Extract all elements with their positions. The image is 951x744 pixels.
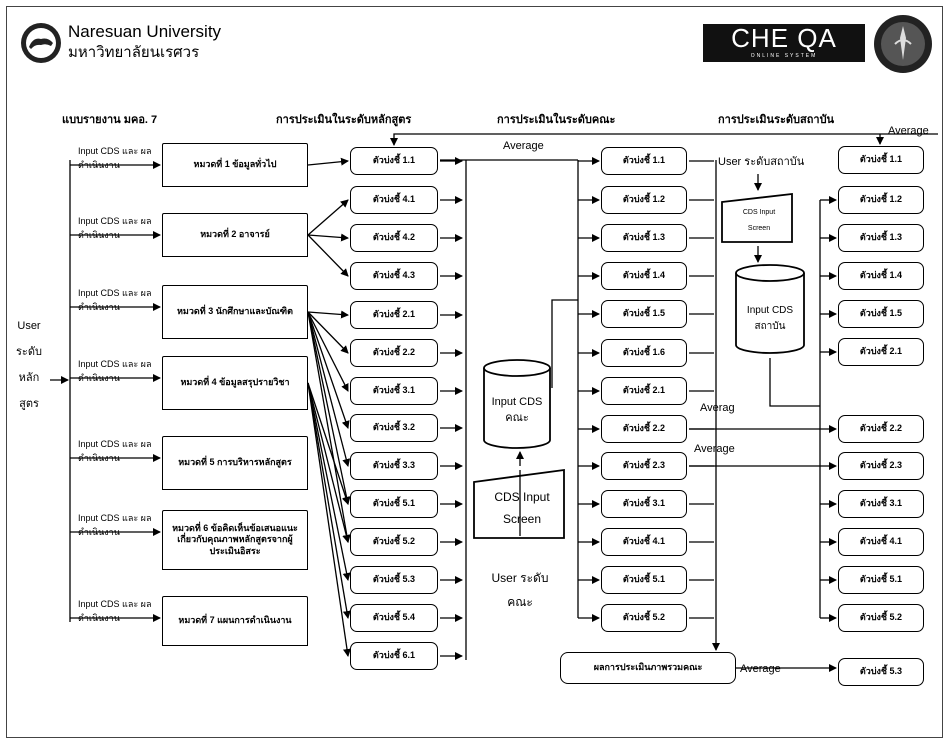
section-4-to-indicator [307, 382, 351, 581]
report-section-3: หมวดที่ 3 นักศึกษาและบัณฑิต [162, 285, 308, 339]
section-3-to-indicator [307, 310, 349, 319]
faculty-indicator: ตัวบ่งชี้ 1.5 [601, 300, 687, 328]
faculty-indicator: ตัวบ่งชี้ 2.3 [601, 452, 687, 480]
program-indicator: ตัวบ่งชี้ 2.1 [350, 301, 438, 329]
program-indicator: ตัวบ่งชี้ 3.2 [350, 414, 438, 442]
section-3-to-indicator [307, 311, 351, 543]
institution-indicator: ตัวบ่งชี้ 2.3 [838, 452, 924, 480]
faculty-indicator: ตัวบ่งชี้ 1.4 [601, 262, 687, 290]
faculty-indicator: ตัวบ่งชี้ 1.6 [601, 339, 687, 367]
faculty-indicator: ตัวบ่งชี้ 5.2 [601, 604, 687, 632]
header-institution-level: การประเมินระดับสถาบัน [718, 114, 835, 126]
program-indicator: ตัวบ่งชี้ 4.1 [350, 186, 438, 214]
report-section-4: หมวดที่ 4 ข้อมูลสรุปรายวิชา [162, 356, 308, 410]
faculty-overall-result: ผลการประเมินภาพรวมคณะ [560, 652, 736, 684]
report-section-1: หมวดที่ 1 ข้อมูลทั่วไป [162, 143, 308, 187]
institution-cds-database-label: Input CDS สถาบัน [746, 305, 794, 332]
user-institution-level: User ระดับสถาบัน [718, 156, 805, 168]
university-name-en: Naresuan University [68, 22, 222, 41]
section-4-to-indicator [307, 382, 351, 657]
institution-indicator: ตัวบ่งชี้ 2.2 [838, 415, 924, 443]
average-label-program-faculty: Average [503, 140, 544, 152]
average-label-22: Averag [700, 402, 735, 414]
header-program-level: การประเมินในระดับหลักสูตร [276, 114, 412, 126]
institution-indicator: ตัวบ่งชี้ 1.3 [838, 224, 924, 252]
institution-cds-database: Input CDS สถาบัน [734, 263, 806, 355]
section-4-to-indicator [307, 382, 351, 543]
section-3-to-indicator [307, 311, 351, 505]
institution-cds-input-screen: CDS Input Screen [720, 192, 794, 244]
faculty-indicator: ตัวบ่งชี้ 1.3 [601, 224, 687, 252]
section-3-to-indicator [307, 311, 351, 467]
institution-indicator: ตัวบ่งชี้ 1.2 [838, 186, 924, 214]
program-indicator: ตัวบ่งชี้ 5.2 [350, 528, 438, 556]
institution-seal-logo [873, 14, 933, 74]
institution-indicator: ตัวบ่งชี้ 3.1 [838, 490, 924, 518]
diagram-frame [6, 6, 943, 738]
section-3-to-indicator [307, 311, 349, 354]
section-1-to-indicator [307, 157, 349, 166]
program-indicator: ตัวบ่งชี้ 3.1 [350, 377, 438, 405]
section-4-to-indicator [307, 382, 350, 505]
che-qa-logo-text: CHE QA [731, 23, 837, 53]
report-section-7: หมวดที่ 7 แผนการดำเนินงาน [162, 596, 308, 646]
institution-cds-input-screen-label: CDS Input Screen [742, 209, 776, 232]
faculty-indicator: ตัวบ่งชี้ 3.1 [601, 490, 687, 518]
program-indicator: ตัวบ่งชี้ 6.1 [350, 642, 438, 670]
faculty-indicator: ตัวบ่งชี้ 2.1 [601, 377, 687, 405]
user-faculty-level: User ระดับ คณะ [491, 571, 549, 609]
che-qa-logo: CHE QA ONLINE SYSTEM [703, 24, 865, 62]
average-label-53: Average [740, 663, 781, 675]
institution-indicator: ตัวบ่งชี้ 2.1 [838, 338, 924, 366]
section-4-to-indicator [307, 382, 351, 619]
inst-db-to-bus [769, 358, 820, 407]
institution-indicator: ตัวบ่งชี้ 5.3 [838, 658, 924, 686]
section-3-to-indicator [307, 311, 350, 429]
faculty-indicator: ตัวบ่งชี้ 1.2 [601, 186, 687, 214]
header-faculty-level: การประเมินในระดับคณะ [497, 114, 616, 126]
program-indicator: ตัวบ่งชี้ 5.4 [350, 604, 438, 632]
faculty-cds-database: Input CDS คณะ [482, 358, 552, 450]
nu-logo [20, 22, 62, 64]
section-2-to-indicator [307, 233, 349, 242]
faculty-cds-database-label: Input CDS คณะ [491, 396, 543, 424]
faculty-db-to-bus [551, 299, 578, 388]
institution-indicator: ตัวบ่งชี้ 4.1 [838, 528, 924, 556]
section-3-to-indicator [307, 311, 349, 392]
faculty-indicator: ตัวบ่งชี้ 4.1 [601, 528, 687, 556]
faculty-indicator: ตัวบ่งชี้ 2.2 [601, 415, 687, 443]
header-report: แบบรายงาน มคอ. 7 [62, 114, 158, 126]
program-indicator: ตัวบ่งชี้ 3.3 [350, 452, 438, 480]
average-label-23: Average [694, 443, 735, 455]
section-2-to-indicator [307, 234, 349, 277]
report-section-6: หมวดที่ 6 ข้อคิดเห็นข้อเสนอแนะเกี่ยวกับค… [162, 510, 308, 570]
user-program-level: User ระดับ หลัก สูตร [16, 320, 42, 410]
average-loop-top [390, 133, 938, 146]
program-indicator: ตัวบ่งชี้ 4.2 [350, 224, 438, 252]
program-indicator: ตัวบ่งชี้ 4.3 [350, 262, 438, 290]
faculty-indicator: ตัวบ่งชี้ 1.1 [601, 147, 687, 175]
institution-indicator: ตัวบ่งชี้ 1.1 [838, 146, 924, 174]
report-section-2: หมวดที่ 2 อาจารย์ [162, 213, 308, 257]
institution-indicator: ตัวบ่งชี้ 1.4 [838, 262, 924, 290]
report-section-5: หมวดที่ 5 การบริหารหลักสูตร [162, 436, 308, 490]
program-indicator: ตัวบ่งชี้ 2.2 [350, 339, 438, 367]
institution-indicator: ตัวบ่งชี้ 1.5 [838, 300, 924, 328]
institution-indicator: ตัวบ่งชี้ 5.1 [838, 566, 924, 594]
program-indicator: ตัวบ่งชี้ 5.1 [350, 490, 438, 518]
program-indicator: ตัวบ่งชี้ 1.1 [350, 147, 438, 175]
faculty-cds-input-screen-label: CDS Input Screen [494, 490, 550, 526]
university-name-th: มหาวิทยาลัยนเรศวร [68, 44, 200, 61]
section-2-to-indicator [307, 199, 349, 236]
che-qa-logo-subtext: ONLINE SYSTEM [750, 53, 818, 59]
institution-indicator: ตัวบ่งชี้ 5.2 [838, 604, 924, 632]
faculty-indicator: ตัวบ่งชี้ 5.1 [601, 566, 687, 594]
faculty-cds-input-screen: CDS Input Screen [472, 468, 566, 540]
program-indicator: ตัวบ่งชี้ 5.3 [350, 566, 438, 594]
